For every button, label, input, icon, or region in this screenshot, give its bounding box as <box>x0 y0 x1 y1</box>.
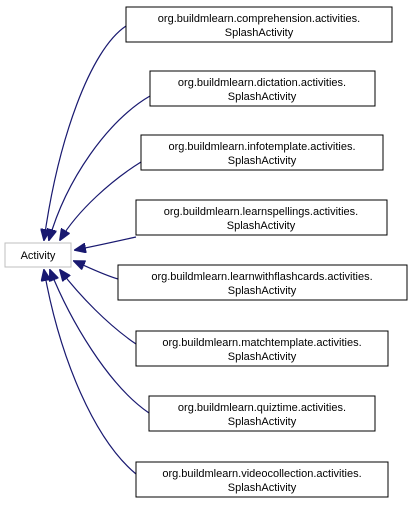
node-box <box>117 264 408 301</box>
node-activity[interactable]: Activity <box>4 242 72 268</box>
edge-videocollection <box>44 270 137 475</box>
node-label-line1: org.buildmlearn.comprehension.activities… <box>158 13 360 25</box>
node-box <box>149 70 376 107</box>
edge-infotemplate <box>60 161 142 240</box>
node-learnwithflashcards-splash[interactable]: org.buildmlearn.learnwithflashcards.acti… <box>117 264 408 301</box>
node-label-line1: org.buildmlearn.learnwithflashcards.acti… <box>151 271 372 283</box>
node-infotemplate-splash[interactable]: org.buildmlearn.infotemplate.activities.… <box>140 134 384 171</box>
edge-dictation <box>49 95 151 240</box>
node-box <box>135 330 389 367</box>
node-label-line2: SplashActivity <box>227 220 296 232</box>
node-box <box>135 461 389 498</box>
node-box <box>135 199 388 236</box>
edge-comprehension <box>44 25 127 240</box>
edge-quiztime <box>50 270 150 414</box>
edge-matchtemplate <box>60 270 137 345</box>
node-activity-label: Activity <box>21 250 56 262</box>
node-box <box>148 395 376 432</box>
node-label-line1: org.buildmlearn.quiztime.activities. <box>178 402 346 414</box>
node-quiztime-splash[interactable]: org.buildmlearn.quiztime.activities. Spl… <box>148 395 376 432</box>
node-label-line2: SplashActivity <box>228 91 297 103</box>
node-label-line2: SplashActivity <box>228 285 297 297</box>
node-dictation-splash[interactable]: org.buildmlearn.dictation.activities. Sp… <box>149 70 376 107</box>
node-label-line1: org.buildmlearn.learnspellings.activitie… <box>164 206 358 218</box>
node-matchtemplate-splash[interactable]: org.buildmlearn.matchtemplate.activities… <box>135 330 389 367</box>
node-box <box>125 6 393 43</box>
node-activity-box <box>4 242 72 268</box>
node-label-line2: SplashActivity <box>228 351 297 363</box>
node-comprehension-splash[interactable]: org.buildmlearn.comprehension.activities… <box>125 6 393 43</box>
node-label-line2: SplashActivity <box>225 27 294 39</box>
node-label-line2: SplashActivity <box>228 416 297 428</box>
node-learnspellings-splash[interactable]: org.buildmlearn.learnspellings.activitie… <box>135 199 388 236</box>
node-label-line1: org.buildmlearn.infotemplate.activities. <box>168 141 355 153</box>
edges <box>44 25 151 475</box>
node-label-line1: org.buildmlearn.videocollection.activiti… <box>162 468 361 480</box>
node-videocollection-splash[interactable]: org.buildmlearn.videocollection.activiti… <box>135 461 389 498</box>
edge-learnspellings <box>75 236 137 250</box>
node-label-line1: org.buildmlearn.matchtemplate.activities… <box>162 337 361 349</box>
node-label-line2: SplashActivity <box>228 155 297 167</box>
edge-learnwithflashcards <box>74 261 119 280</box>
node-label-line1: org.buildmlearn.dictation.activities. <box>178 77 346 89</box>
node-box <box>140 134 384 171</box>
node-label-line2: SplashActivity <box>228 482 297 494</box>
